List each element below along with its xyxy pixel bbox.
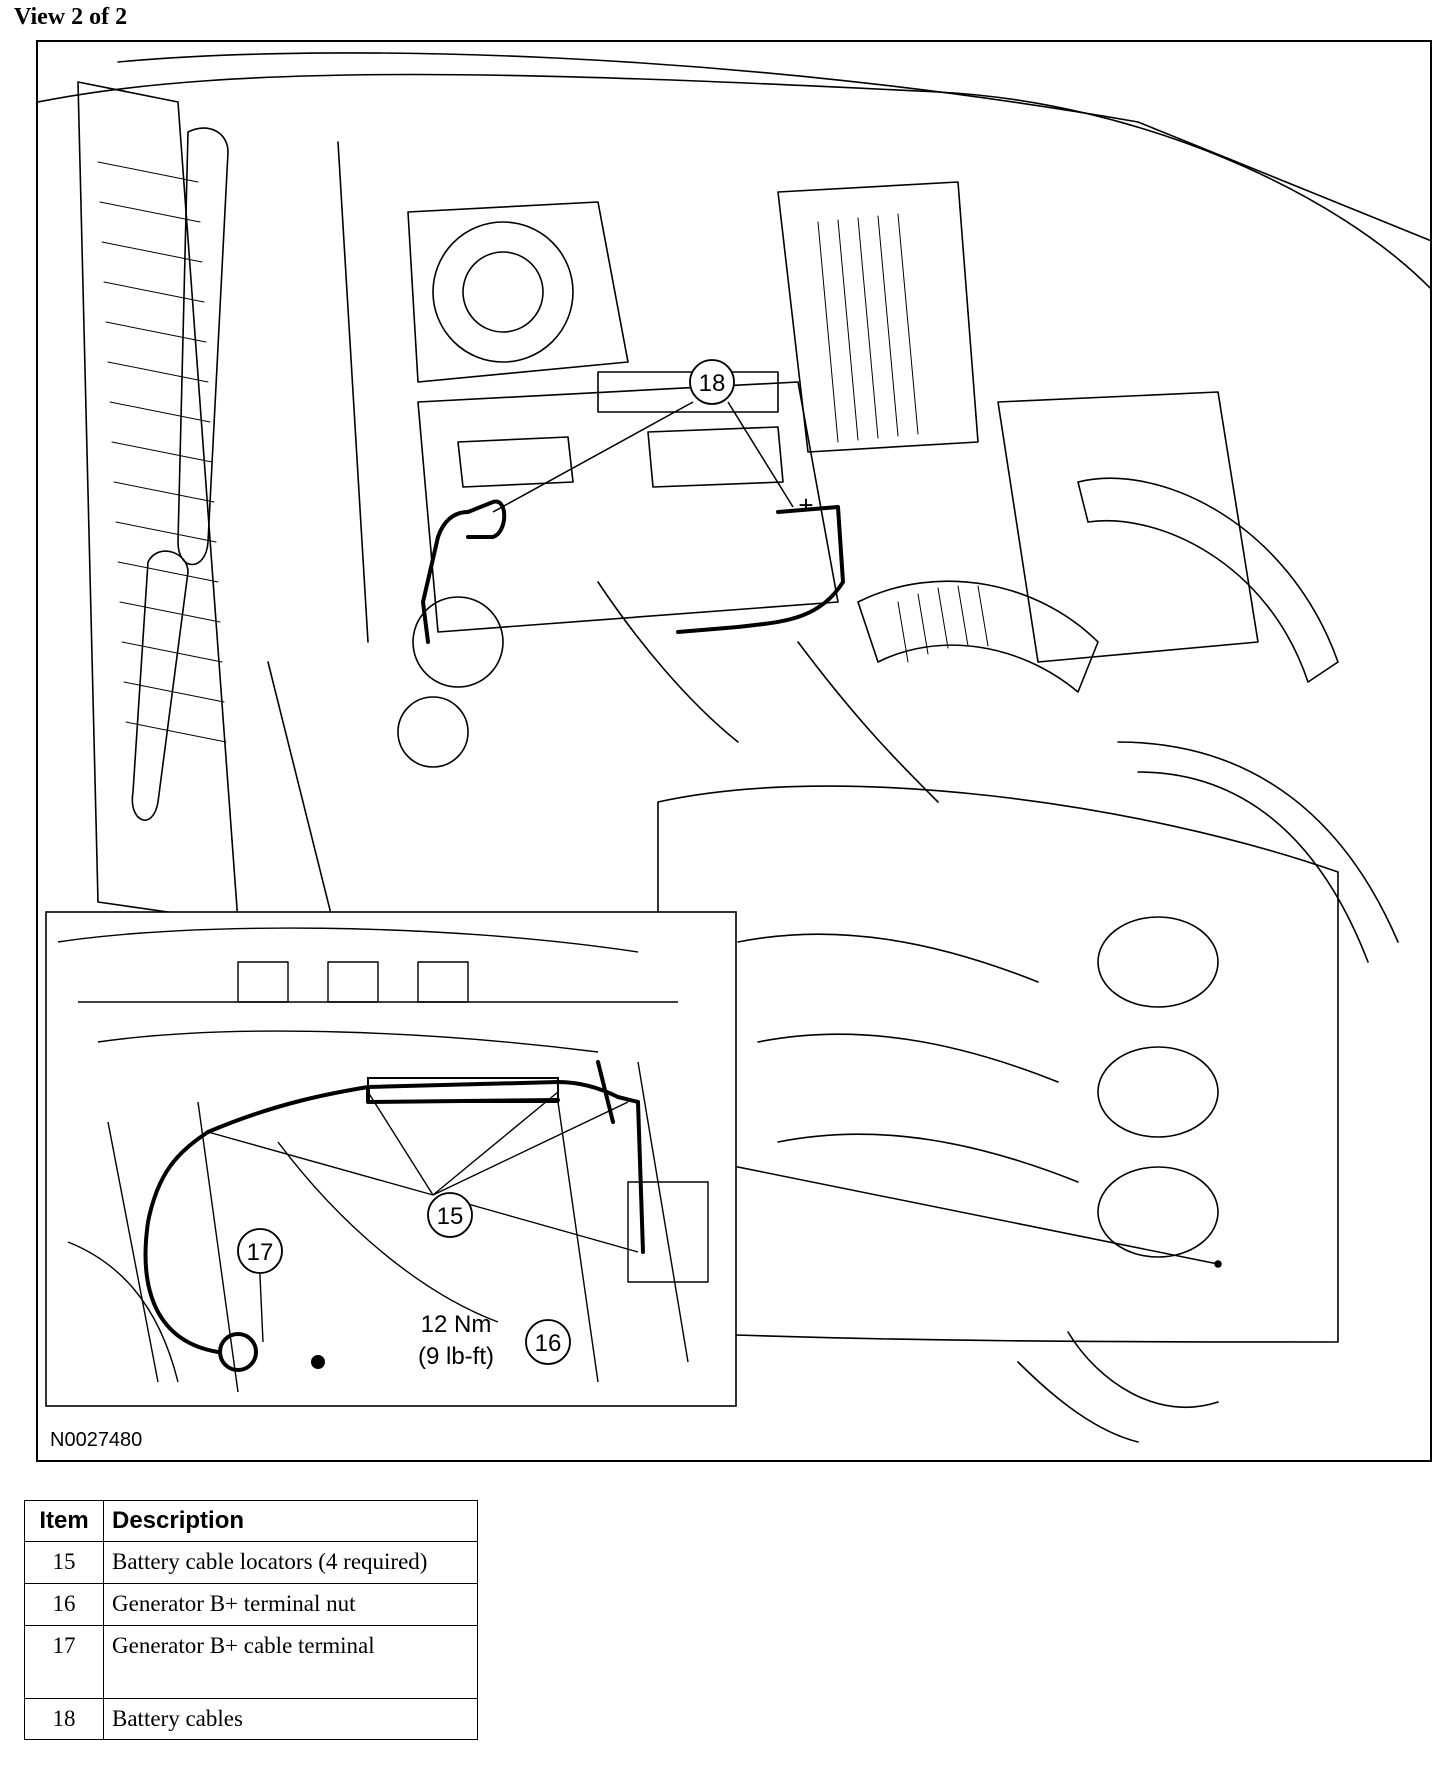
table-row: 15 Battery cable locators (4 required) [24,1541,478,1584]
table-row: 17 Generator B+ cable terminal [24,1624,478,1699]
battery-plus-symbol: + [798,490,813,520]
engine-compartment-illustration: + [36,40,1432,1462]
callout-15: 15 [427,1192,473,1238]
header-item: Item [24,1500,104,1542]
svg-text:15: 15 [437,1203,464,1230]
torque-spec-lbft: (9 lb-ft) [418,1343,494,1370]
callout-16: 16 [525,1319,571,1365]
svg-text:17: 17 [247,1239,274,1266]
row-description: Battery cable locators (4 required) [103,1541,478,1584]
line-drawing: + [38,52,1430,1443]
callout-17: 17 [237,1228,283,1274]
item-description-table: Item Description 15 Battery cable locato… [24,1500,478,1741]
row-description: Generator B+ terminal nut [103,1582,478,1626]
table-row: 16 Generator B+ terminal nut [24,1582,478,1626]
torque-spec-nm: 12 Nm [421,1311,492,1338]
svg-text:16: 16 [535,1330,562,1357]
table-row: 18 Battery cables [24,1697,478,1741]
svg-text:18: 18 [699,370,726,397]
row-item: 17 [24,1624,104,1699]
battery [417,381,839,633]
header-description: Description [103,1500,478,1542]
row-description: Battery cables [103,1697,478,1741]
row-item: 15 [24,1541,104,1584]
row-description: Generator B+ cable terminal [103,1624,478,1699]
inset-detail-view [45,911,737,1407]
view-label: View 2 of 2 [14,4,128,30]
figure-id: N0027480 [50,1429,143,1451]
row-item: 18 [24,1697,104,1741]
row-item: 16 [24,1582,104,1626]
table-header-row: Item Description [24,1500,478,1542]
callout-18: 18 [689,359,735,405]
battery-cables [421,499,845,644]
